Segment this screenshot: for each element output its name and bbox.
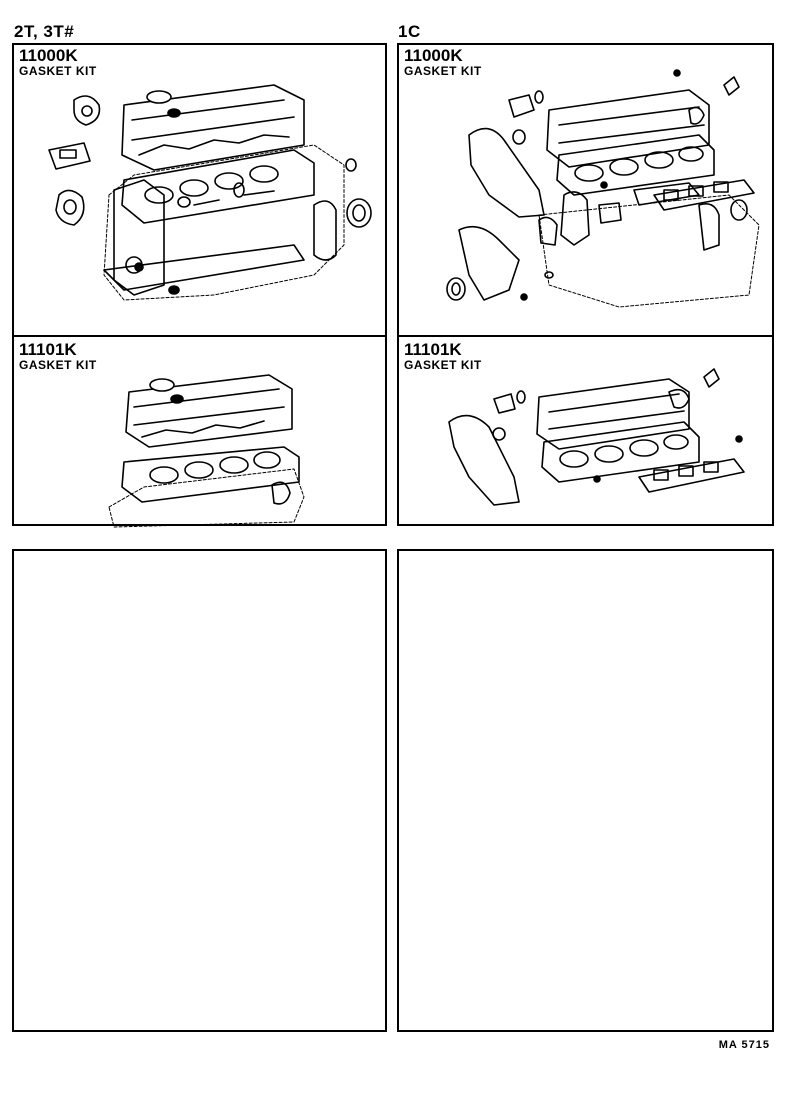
kit-name: GASKET KIT [19, 64, 97, 78]
kit-name: GASKET KIT [19, 358, 97, 372]
gasket-kit-panel-2t-3t: 11000K GASKET KIT [12, 43, 387, 528]
engine-gasket-illustration-1c-head [448, 368, 745, 506]
kit-label-1c-11101k: 11101K GASKET KIT [404, 341, 482, 371]
part-number: 11101K [19, 340, 77, 359]
empty-panel-right [397, 549, 774, 1032]
kit-label-2t-11101k: 11101K GASKET KIT [19, 341, 97, 371]
gasket-kit-panel-1c: 11000K GASKET KIT [397, 43, 774, 526]
kit-name: GASKET KIT [404, 358, 482, 372]
engine-gasket-illustration-2t-full [48, 84, 372, 301]
panel-divider [14, 335, 385, 337]
drawing-reference-code: MA 5715 [718, 1039, 770, 1051]
empty-panel-left [12, 549, 387, 1032]
engine-heading-2t-3t: 2T, 3T# [14, 22, 75, 41]
part-number: 11000K [404, 46, 463, 65]
engine-gasket-illustration-1c-full [446, 69, 760, 308]
kit-name: GASKET KIT [404, 64, 482, 78]
part-number: 11101K [404, 340, 462, 359]
kit-label-1c-11000k: 11000K GASKET KIT [404, 47, 482, 77]
engine-gasket-illustration-2t-head [108, 374, 305, 528]
part-number: 11000K [19, 46, 78, 65]
engine-heading-1c: 1C [398, 22, 421, 41]
panel-divider [399, 335, 772, 337]
kit-label-2t-11000k: 11000K GASKET KIT [19, 47, 97, 77]
